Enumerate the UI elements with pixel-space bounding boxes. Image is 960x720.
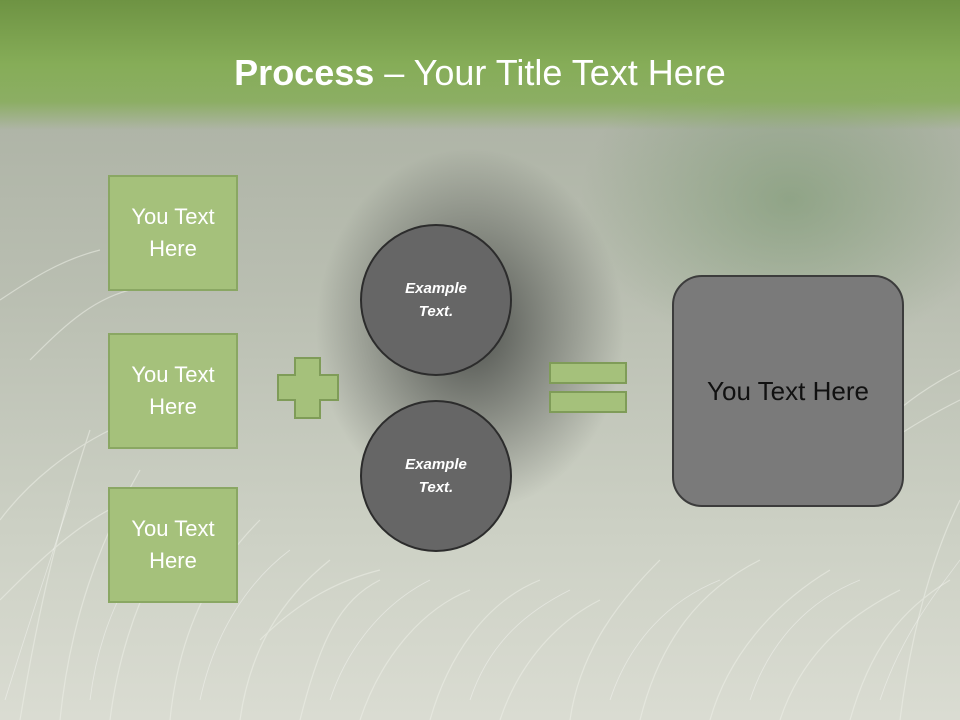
plus-icon: [277, 357, 339, 419]
page-title: Process – Your Title Text Here: [0, 52, 960, 94]
circle-label: Example Text.: [405, 456, 467, 496]
title-bar: [0, 0, 960, 130]
circle-1[interactable]: Example Text.: [360, 224, 512, 376]
left-box-label: You Text Here: [131, 362, 215, 419]
circle-2[interactable]: Example Text.: [360, 400, 512, 552]
left-box-label: You Text Here: [131, 516, 215, 573]
circle-label: Example Text.: [405, 280, 467, 320]
title-rest: – Your Title Text Here: [374, 52, 726, 93]
result-box[interactable]: You Text Here: [672, 275, 904, 507]
result-label: You Text Here: [707, 375, 869, 406]
left-box-1[interactable]: You Text Here: [108, 175, 238, 291]
equals-icon: [549, 362, 627, 413]
left-box-label: You Text Here: [131, 204, 215, 261]
left-box-2[interactable]: You Text Here: [108, 333, 238, 449]
left-box-3[interactable]: You Text Here: [108, 487, 238, 603]
title-bold: Process: [234, 52, 375, 93]
